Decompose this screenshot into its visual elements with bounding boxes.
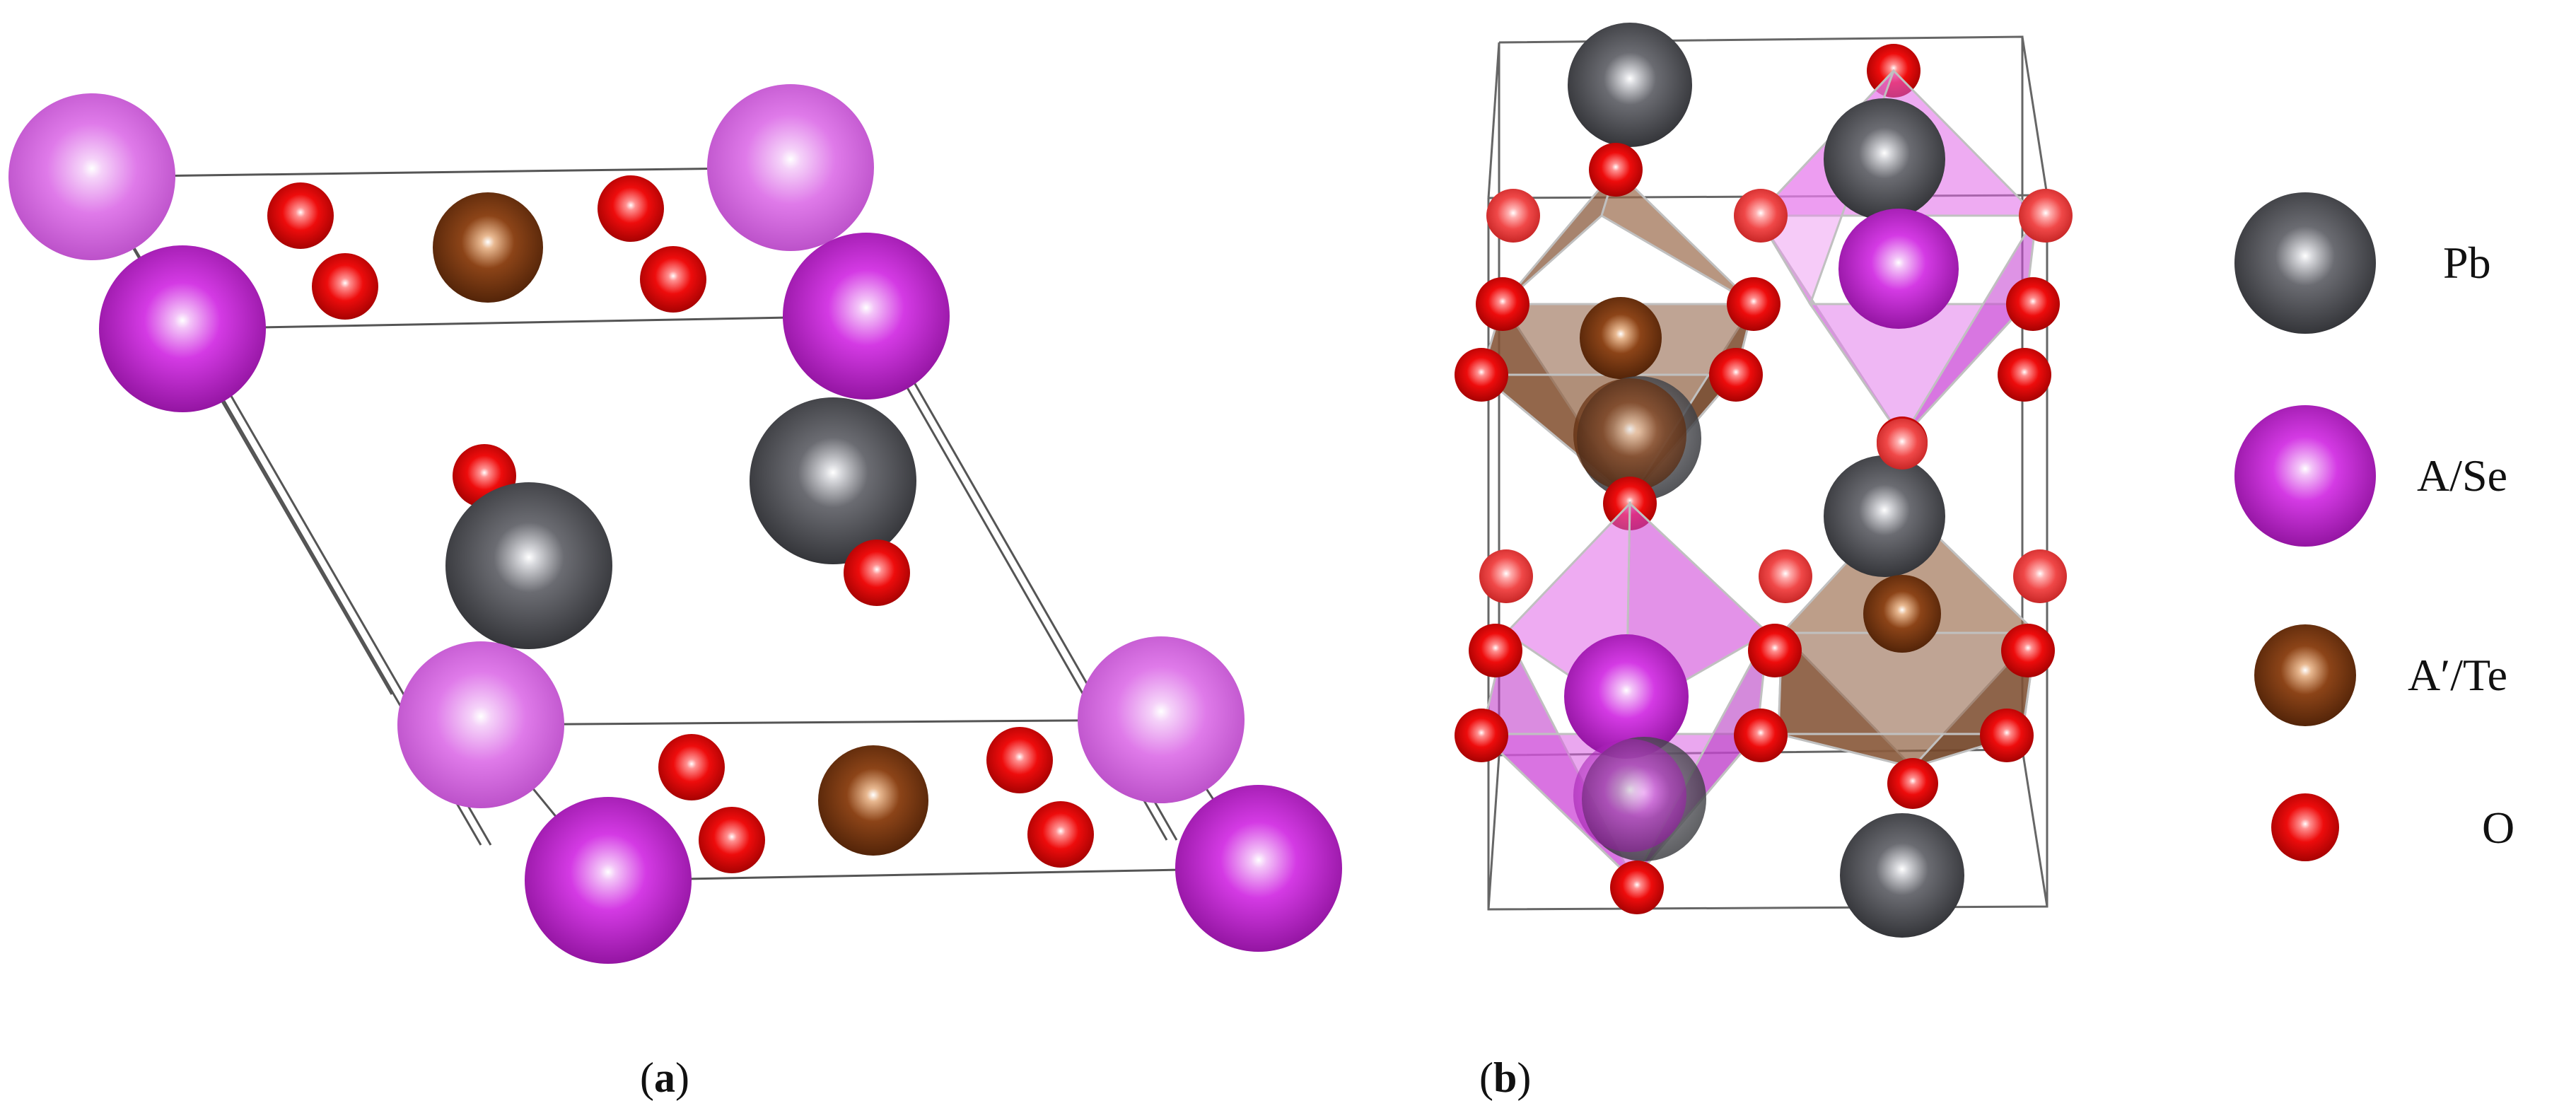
a-se-sphere xyxy=(525,797,692,964)
oxygen-sphere xyxy=(1476,277,1529,331)
oxygen-sphere xyxy=(1998,348,2051,402)
a-se-sphere xyxy=(783,233,950,400)
panel-a-structure xyxy=(8,84,1342,964)
a-se-sphere xyxy=(1564,634,1689,759)
a-se-sphere xyxy=(1573,739,1686,852)
panel-label-b-letter: b xyxy=(1493,1054,1517,1101)
legend-label-a-te: A′/Te xyxy=(2408,650,2508,700)
a-te-sphere xyxy=(818,745,928,856)
legend-a-te-swatch xyxy=(2254,624,2356,726)
a-te-sphere xyxy=(1863,575,1941,653)
oxygen-sphere xyxy=(2019,189,2073,243)
octahedron-se xyxy=(1754,69,2039,441)
oxygen-sphere xyxy=(267,182,334,249)
a-se-sphere xyxy=(707,84,874,251)
oxygen-sphere xyxy=(1877,419,1928,470)
a-se-sphere xyxy=(8,93,175,260)
panel-label-a: (a) xyxy=(640,1054,689,1101)
oxygen-sphere xyxy=(1980,709,2034,762)
oxygen-sphere xyxy=(1469,624,1522,677)
oxygen-sphere xyxy=(986,727,1053,793)
a-se-sphere xyxy=(99,245,266,412)
oxygen-sphere xyxy=(1887,758,1938,809)
oxygen-sphere xyxy=(1748,624,1802,677)
oxygen-sphere xyxy=(312,253,378,320)
panel-label-b: (b) xyxy=(1479,1054,1532,1101)
a-te-sphere xyxy=(433,192,543,303)
legend-a-se-swatch xyxy=(2234,405,2376,547)
oxygen-sphere xyxy=(1610,861,1664,914)
oxygen-sphere xyxy=(1734,189,1788,243)
legend-pb-swatch xyxy=(2234,192,2376,334)
oxygen-sphere xyxy=(1455,709,1508,762)
oxygen-sphere xyxy=(640,246,706,313)
pb-sphere xyxy=(1840,813,1964,938)
oxygen-sphere xyxy=(2001,624,2055,677)
legend xyxy=(2234,192,2376,861)
oxygen-sphere xyxy=(1759,549,1812,603)
pb-sphere xyxy=(1568,23,1692,147)
oxygen-sphere xyxy=(1027,801,1094,868)
oxygen-sphere xyxy=(1455,348,1508,402)
oxygen-sphere xyxy=(1486,189,1540,243)
legend-label-pb: Pb xyxy=(2443,238,2491,288)
legend-label-o: O xyxy=(2482,803,2515,853)
panel-b-structure xyxy=(1455,23,2073,938)
pb-sphere xyxy=(1824,98,1945,220)
oxygen-sphere xyxy=(658,734,725,800)
oxygen-sphere xyxy=(598,175,664,242)
legend-label-a-se: A/Se xyxy=(2417,450,2507,501)
oxygen-sphere xyxy=(2013,549,2067,603)
pb-sphere xyxy=(445,482,612,649)
oxygen-sphere xyxy=(699,807,765,873)
a-te-sphere xyxy=(1580,297,1662,379)
a-te-sphere xyxy=(1573,378,1686,491)
a-se-sphere xyxy=(1175,785,1342,952)
oxygen-sphere xyxy=(1727,277,1781,331)
octahedron-te xyxy=(1777,500,2039,770)
pb-sphere xyxy=(1824,455,1945,577)
legend-oxygen-swatch xyxy=(2271,793,2339,861)
panel-label-a-letter: a xyxy=(653,1054,675,1101)
oxygen-sphere xyxy=(1709,348,1763,402)
oxygen-sphere xyxy=(1589,143,1643,197)
pb-sphere xyxy=(750,397,916,564)
oxygen-sphere xyxy=(2006,277,2060,331)
a-se-sphere xyxy=(1838,209,1959,329)
a-se-sphere xyxy=(1078,636,1245,803)
a-se-sphere xyxy=(397,641,564,808)
oxygen-sphere xyxy=(844,540,910,606)
oxygen-sphere xyxy=(1734,709,1788,762)
oxygen-sphere xyxy=(1479,549,1533,603)
